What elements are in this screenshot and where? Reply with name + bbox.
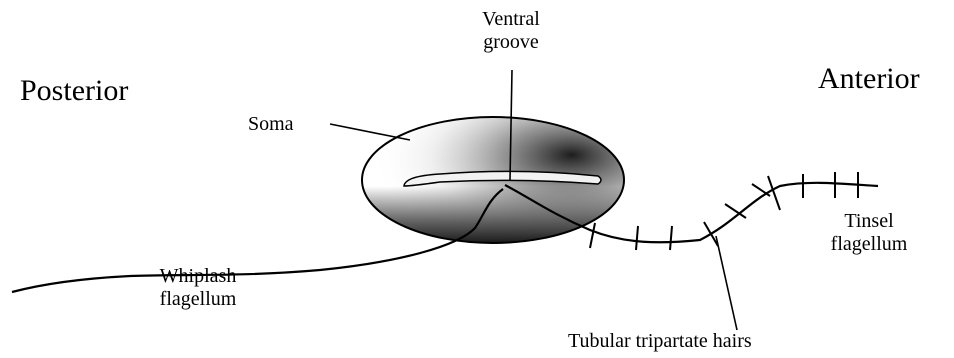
hair-tick	[768, 176, 780, 210]
ventral-groove-label: Ventral groove	[462, 8, 560, 54]
hair-tick	[752, 184, 770, 196]
hair-tick	[590, 223, 595, 248]
ventral-groove-label-line2: groove	[462, 31, 560, 54]
tinsel-label-line1: Tinsel	[814, 210, 924, 233]
whiplash-label-line2: flagellum	[138, 288, 258, 311]
hairs-leader-line	[716, 236, 737, 330]
hair-tick	[704, 222, 718, 246]
hair-tick	[670, 226, 672, 250]
whiplash-label-line1: Whiplash	[138, 265, 258, 288]
whiplash-flagellum-label: Whiplash flagellum	[138, 265, 258, 311]
posterior-label: Posterior	[20, 74, 128, 109]
hair-tick	[636, 226, 638, 250]
tinsel-label-line2: flagellum	[814, 233, 924, 256]
soma-label: Soma	[248, 113, 294, 136]
tinsel-flagellum-label: Tinsel flagellum	[814, 210, 924, 256]
anterior-label: Anterior	[818, 62, 920, 97]
tubular-tripartate-hairs-label: Tubular tripartate hairs	[568, 330, 752, 353]
ventral-groove-label-line1: Ventral	[462, 8, 560, 31]
soma-leader-line	[330, 124, 410, 140]
